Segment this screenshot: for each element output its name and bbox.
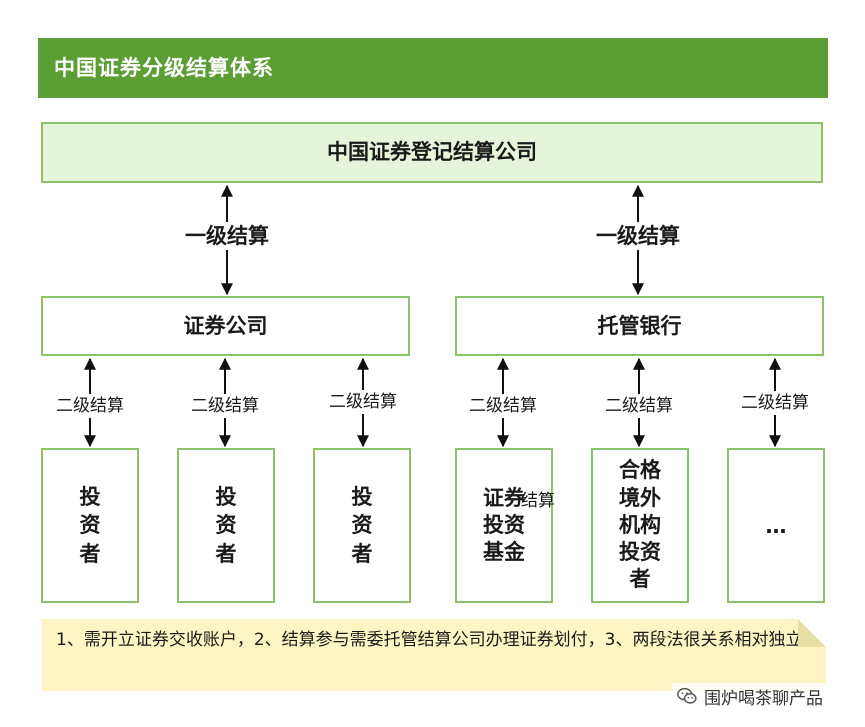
level2-label-2: 二级结算: [170, 394, 280, 418]
leaf-qfii: 合格境外机构投资者: [591, 448, 689, 603]
leaf-investor-2: 投资者: [177, 448, 275, 603]
watermark: 围炉喝茶聊产品: [672, 683, 827, 709]
leaf-label: 合格境外机构投资者: [618, 458, 661, 592]
watermark-text: 围炉喝茶聊产品: [704, 688, 823, 709]
level2-label-5: 二级结算: [584, 394, 694, 418]
mid-node-label: 证券公司: [183, 314, 268, 338]
level1-label-left: 一级结算: [167, 222, 287, 250]
leaf-label: …: [765, 513, 787, 538]
leaf-investor-3: 投资者: [313, 448, 411, 603]
diagram-title-bar: 中国证券分级结算体系: [38, 38, 828, 98]
top-node-csdc: 中国证券登记结算公司: [41, 122, 823, 183]
level1-label-right: 一级结算: [578, 222, 698, 250]
level2-label-4: 二级结算: [448, 394, 558, 418]
level2-label-6: 二级结算: [720, 391, 830, 415]
level2-label-3: 二级结算: [308, 390, 418, 414]
mid-node-label: 托管银行: [597, 314, 682, 338]
mid-node-custodian-bank: 托管银行: [455, 296, 824, 356]
leaf-securities-fund: 证券投资基金: [455, 448, 553, 603]
overlapping-label-fragment: 结算: [521, 491, 555, 511]
leaf-label: 投资者: [79, 484, 101, 566]
wechat-icon: [677, 687, 697, 704]
leaf-others: …: [727, 448, 825, 603]
footnote-page-fold: [798, 619, 826, 647]
footnote-callout: 1、需开立证券交收账户，2、结算参与需委托管结算公司办理证券划付，3、两段法很关…: [42, 619, 826, 691]
leaf-investor-1: 投资者: [41, 448, 139, 603]
leaf-label: 投资者: [351, 484, 373, 566]
mid-node-securities-company: 证券公司: [41, 296, 410, 356]
leaf-label: 证券投资基金: [483, 485, 525, 565]
level2-label-1: 二级结算: [35, 394, 145, 418]
leaf-label: 投资者: [215, 484, 237, 566]
top-node-label: 中国证券登记结算公司: [327, 140, 537, 164]
diagram-title: 中国证券分级结算体系: [54, 56, 274, 80]
footnote-text: 1、需开立证券交收账户，2、结算参与需委托管结算公司办理证券划付，3、两段法很关…: [56, 630, 803, 650]
